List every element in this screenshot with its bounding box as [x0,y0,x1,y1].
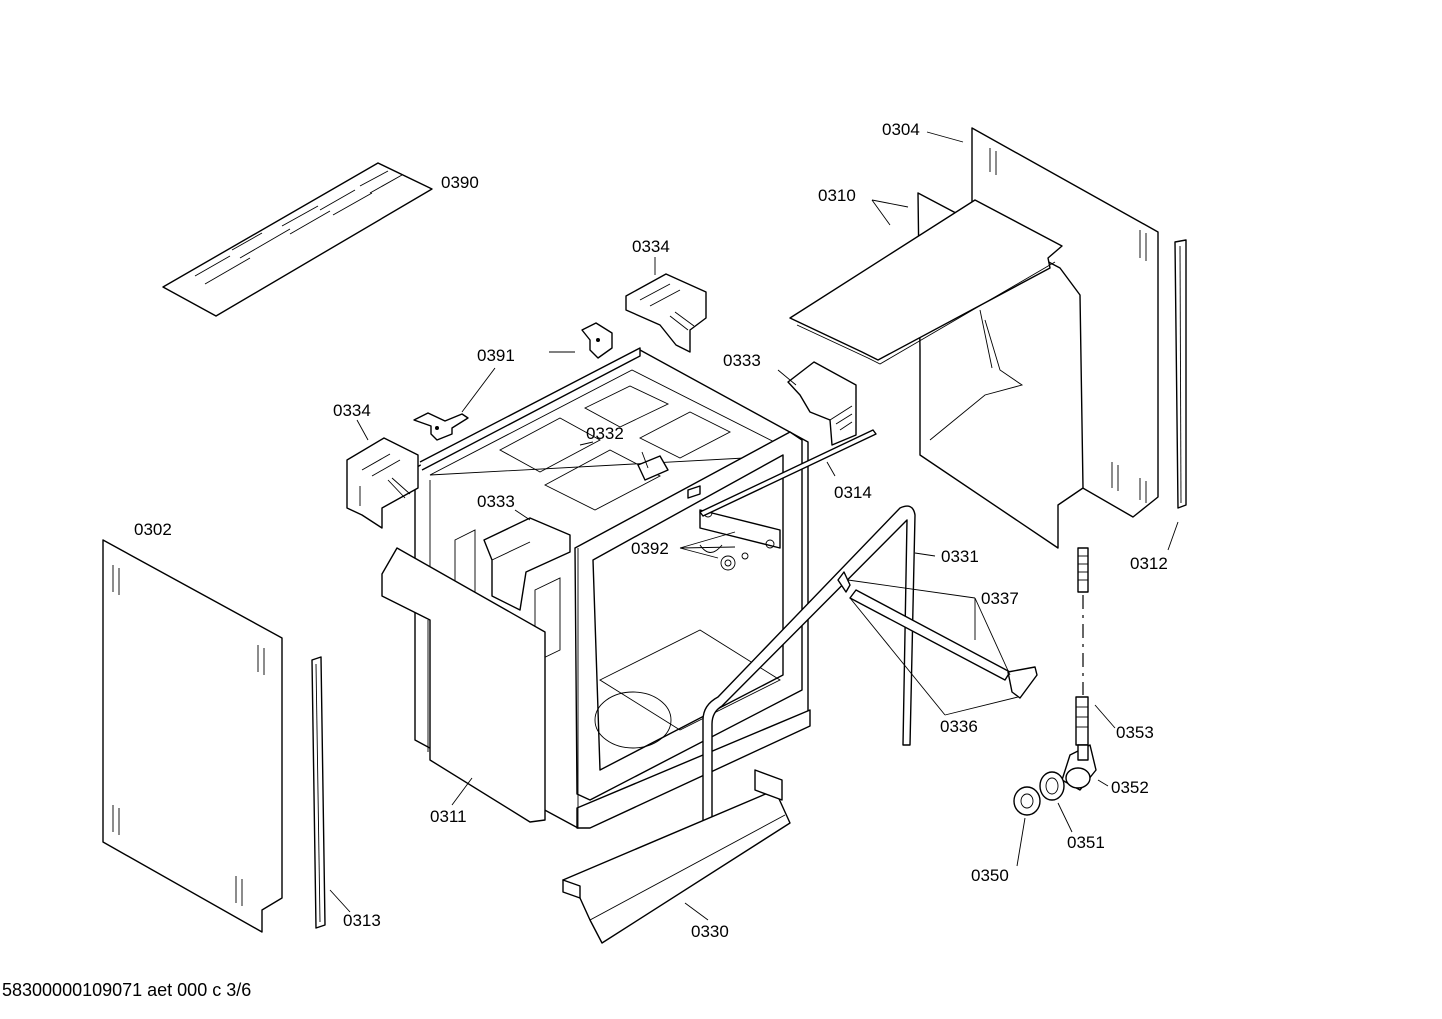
label-0333-left: 0333 [477,492,515,511]
label-0312: 0312 [1130,554,1168,573]
label-0336: 0336 [940,717,978,736]
part-0312-side-strip [1174,239,1187,509]
label-0330: 0330 [691,922,729,941]
label-0334-top: 0334 [632,237,670,256]
part-0391-clip-top [581,322,613,359]
label-0391: 0391 [477,346,515,365]
part-0334-block-top [625,273,707,353]
label-0314: 0314 [834,483,872,502]
part-0331-door-seal [702,505,916,863]
part-0311-side-trim [381,547,546,823]
label-0350: 0350 [971,866,1009,885]
label-0351: 0351 [1067,833,1105,852]
label-0313: 0313 [343,911,381,930]
part-0302-side-panel-left [102,539,283,933]
label-0304: 0304 [882,120,920,139]
part-0333-bracket-right [787,361,857,446]
part-0310-worktop-plate [789,199,1063,365]
label-0331: 0331 [941,547,979,566]
part-labels: 0390 0304 0310 0334 0391 0333 0334 0332 … [134,120,1168,941]
label-0302: 0302 [134,520,172,539]
part-0333-bracket-left [483,517,571,611]
part-0334-block-left [346,437,419,529]
part-0313-side-strip [311,656,326,929]
label-0392: 0392 [631,539,669,558]
label-0390: 0390 [441,173,479,192]
part-0353-hose [1075,547,1089,746]
leader-lines [329,131,1179,921]
part-0350-filter [1013,786,1041,816]
part-0352-fitting [1061,744,1097,791]
drawing-reference-footer: 58300000109071 aet 000 c 3/6 [2,980,252,1000]
part-0336-hinge-bar [837,571,1038,699]
label-0332: 0332 [586,424,624,443]
label-0352: 0352 [1111,778,1149,797]
label-0334-left: 0334 [333,401,371,420]
label-0310: 0310 [818,186,856,205]
label-0353: 0353 [1116,723,1154,742]
part-0390-insulation-mat [162,162,433,317]
label-0333-right: 0333 [723,351,761,370]
part-0314-strip [699,429,877,517]
part-0351-ring [1039,771,1065,801]
part-0330-plinth [562,769,791,944]
label-0337: 0337 [981,589,1019,608]
label-0311: 0311 [430,807,467,826]
part-0391-clip-left [413,412,469,441]
